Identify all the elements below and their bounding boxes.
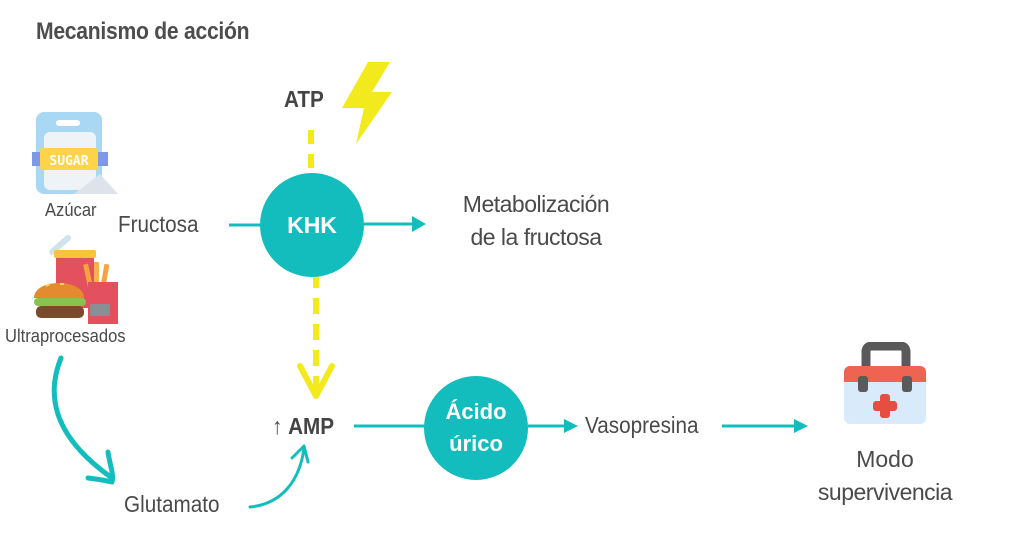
first-aid-kit-icon: [844, 342, 926, 424]
acido-urico-node: Ácido úrico: [424, 376, 528, 480]
metabolizacion-label: Metabolización de la fructosa: [436, 191, 636, 251]
azucar-label: Azúcar: [45, 200, 97, 220]
acido-to-vasopresina-arrowhead: [564, 419, 578, 433]
ultraprocesados-label: Ultraprocesados: [5, 326, 126, 346]
sugar-bag-text: SUGAR: [49, 154, 88, 169]
modo-line2: supervivencia: [817, 479, 953, 505]
page-title: Mecanismo de acción: [36, 18, 250, 45]
acido-line2: úrico: [449, 431, 503, 456]
ultraprocesados-to-glutamato-curve: [51, 355, 115, 481]
acido-line1: Ácido: [445, 399, 507, 424]
atp-label: ATP: [284, 86, 324, 112]
glutamato-to-amp-curve: [248, 446, 306, 509]
sugar-bag-icon: SUGAR: [32, 112, 118, 194]
khk-label: KHK: [287, 211, 337, 238]
amp-label: ↑ AMP: [272, 413, 334, 440]
khk-to-amp-arrowhead: [297, 363, 335, 399]
increase-arrow-icon: ↑: [272, 413, 283, 439]
modo-line1: Modo: [856, 446, 914, 472]
metabolizacion-line2: de la fructosa: [470, 224, 602, 250]
fructosa-label: Fructosa: [118, 211, 199, 237]
metabolizacion-line1: Metabolización: [462, 191, 610, 217]
amp-text: AMP: [288, 413, 335, 439]
khk-to-metabolizacion-arrowhead: [412, 216, 426, 232]
vasopresina-to-modo-arrowhead: [794, 419, 808, 433]
modo-supervivencia-label: Modo supervivencia: [800, 446, 970, 506]
lightning-bolt-icon: [342, 62, 392, 144]
glutamato-to-amp-arrowhead: [290, 444, 310, 464]
vasopresina-label: Vasopresina: [585, 412, 699, 438]
glutamato-label: Glutamato: [124, 491, 220, 517]
fast-food-icon: [34, 235, 118, 324]
ultraprocesados-to-glutamato-arrowhead: [85, 449, 115, 485]
khk-node: KHK: [260, 173, 364, 277]
